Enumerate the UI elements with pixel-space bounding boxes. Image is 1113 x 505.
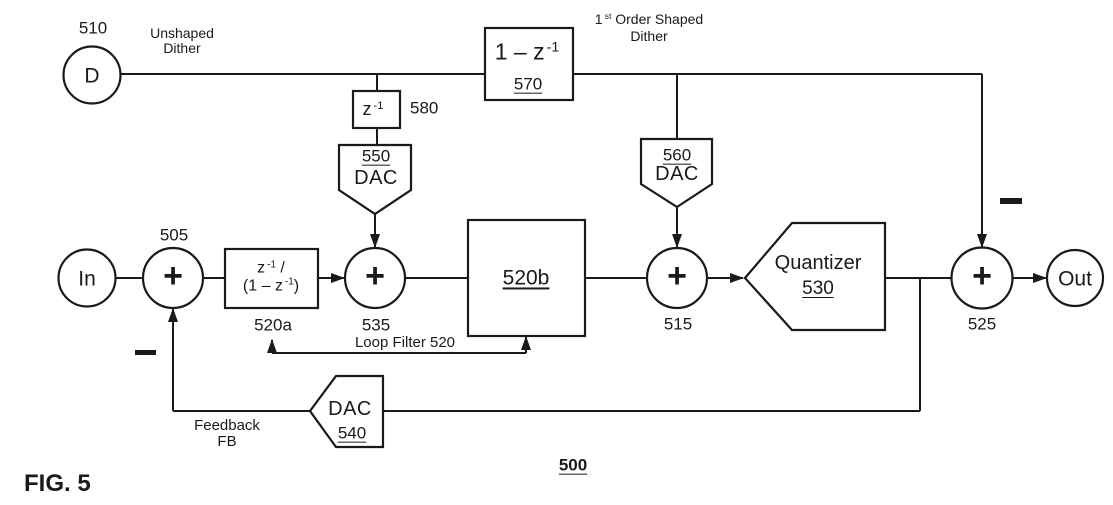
sum-535-plus: + xyxy=(365,256,385,295)
block-570-formula: 1 – z-1 xyxy=(494,38,560,65)
dac-560-shape xyxy=(639,137,714,209)
ref-550: 550 xyxy=(361,146,391,166)
ref-570: 570 xyxy=(513,74,543,94)
output-label: Out xyxy=(1058,267,1092,291)
input-label: In xyxy=(78,267,96,291)
dac-560-label: DAC xyxy=(655,163,699,185)
ref-520a: 520a xyxy=(254,315,292,335)
ref-540: 540 xyxy=(337,423,367,443)
block-570-shaping-filter xyxy=(483,26,575,102)
dac-550-label: DAC xyxy=(354,167,398,189)
ref-535: 535 xyxy=(361,315,391,335)
ref-560: 560 xyxy=(662,145,692,165)
dither-source-node xyxy=(62,45,122,105)
input-node xyxy=(57,248,117,308)
block-520b xyxy=(466,218,587,338)
ref-520b: 520b xyxy=(502,266,550,290)
summing-junction-535 xyxy=(343,246,407,310)
unshaped-dither-annotation: Unshaped Dither xyxy=(150,25,214,56)
block-580-delay xyxy=(351,89,402,130)
summing-junction-515 xyxy=(645,246,709,310)
figure-title: FIG. 5 xyxy=(24,469,91,497)
ref-500: 500 xyxy=(558,455,588,475)
sum-505-plus: + xyxy=(163,256,183,295)
ref-525: 525 xyxy=(967,314,997,334)
summing-junction-505 xyxy=(141,246,205,310)
block-580-formula: z-1 xyxy=(362,99,384,120)
block-520a-formula: z-1 / (1 – z-1) xyxy=(242,258,300,294)
quantizer-530-shape xyxy=(743,221,887,332)
quantizer-label: Quantizer xyxy=(774,252,862,274)
block-520a-integrator xyxy=(223,247,320,310)
minus-sign-dither-525 xyxy=(1000,198,1022,204)
output-node xyxy=(1045,248,1105,308)
ref-530: 530 xyxy=(802,278,834,299)
ref-515: 515 xyxy=(663,314,693,334)
ref-580: 580 xyxy=(410,98,439,118)
feedback-annotation: Feedback FB xyxy=(194,417,260,450)
ref-510: 510 xyxy=(78,18,108,38)
quantizer-label-group: Quantizer 530 xyxy=(775,250,862,302)
dac-550-shape xyxy=(337,143,413,216)
dac-540-shape xyxy=(308,374,385,449)
dither-source-label: D xyxy=(84,64,100,88)
ref-505: 505 xyxy=(159,225,189,245)
sum-515-plus: + xyxy=(667,256,687,295)
minus-sign-feedback-505 xyxy=(135,350,156,355)
summing-junction-525 xyxy=(950,246,1014,310)
dac-540-label: DAC xyxy=(328,398,372,420)
loop-filter-label: Loop Filter 520 xyxy=(354,334,456,351)
sum-525-plus: + xyxy=(972,256,992,295)
